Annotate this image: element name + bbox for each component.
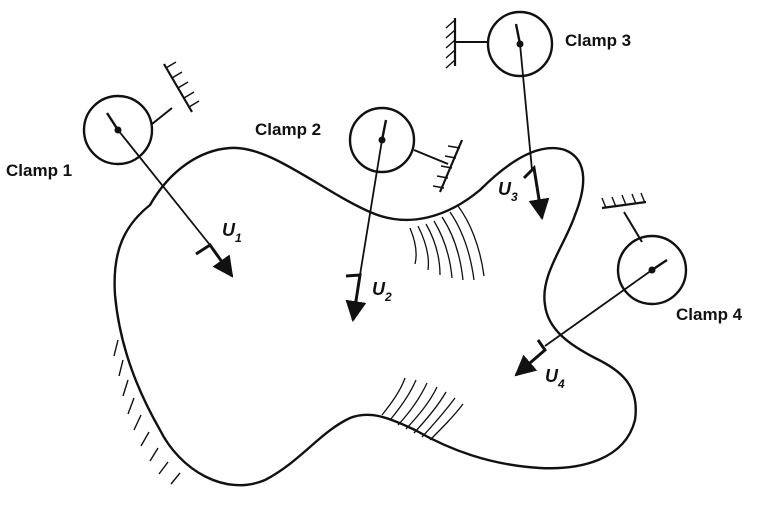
- clamp-4-arm: [544, 269, 653, 347]
- boundary-hatching-left: [113, 339, 181, 485]
- boundary-hatching-upper: [409, 205, 485, 281]
- boundary-hatching-lower: [381, 377, 464, 441]
- clamp-2-label: Clamp 2: [255, 120, 321, 139]
- clamp-1-label: Clamp 1: [6, 161, 72, 180]
- clamp-2-gauge: [348, 106, 416, 174]
- clamp-1: Clamp 1 U1: [6, 61, 242, 278]
- workpiece-outline: [113, 146, 637, 487]
- displacement-u4-label: U4: [545, 366, 565, 391]
- clamp-4-label: Clamp 4: [676, 305, 743, 324]
- clamp-2-arm: [359, 139, 383, 276]
- clamp-3-arm: [519, 43, 533, 171]
- clamp-4: Clamp 4 U4: [514, 192, 743, 391]
- clamp-3-label: Clamp 3: [565, 31, 631, 50]
- clamp-3-gauge: [486, 10, 554, 78]
- clamp-2: Clamp 2 U2: [255, 106, 464, 323]
- clamp-3: Clamp 3 U3: [445, 10, 631, 221]
- displacement-u2-label: U2: [372, 279, 392, 304]
- clamp-4-gauge: [616, 234, 688, 306]
- clamp-1-gauge: [82, 94, 154, 166]
- clamp-1-arm: [117, 129, 211, 246]
- displacement-u3-label: U3: [498, 179, 518, 204]
- displacement-u1-label: U1: [222, 220, 242, 245]
